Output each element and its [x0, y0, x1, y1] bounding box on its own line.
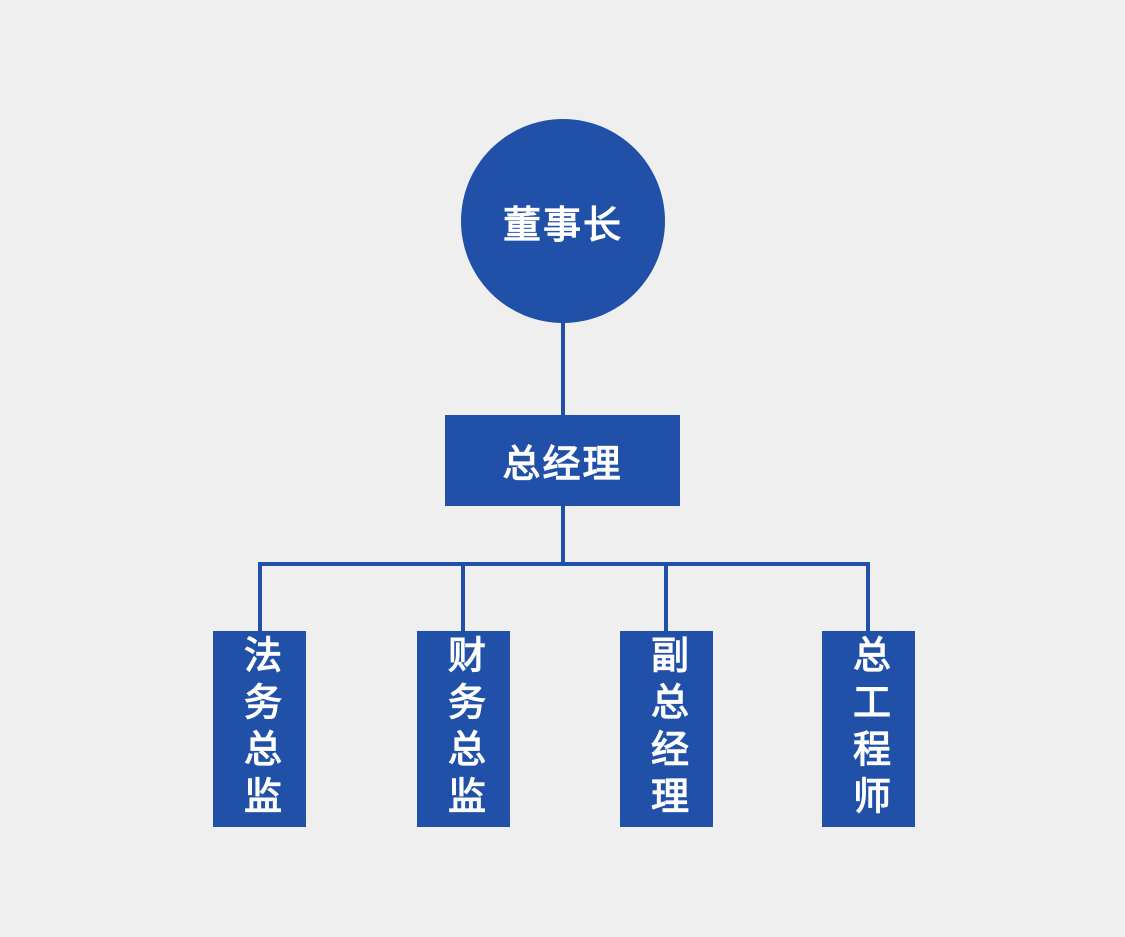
node-chief-engineer-label: 总工程师 — [846, 635, 891, 823]
connector-manager-to-bus — [561, 506, 565, 566]
connector-drop-engineer — [866, 562, 870, 632]
node-finance-director-label: 财务总监 — [441, 635, 486, 823]
node-chairman-label: 董事长 — [502, 202, 623, 247]
connector-root-to-manager — [561, 321, 565, 416]
node-chairman[interactable]: 董事长 — [461, 119, 665, 323]
node-legal-director[interactable]: 法务总监 — [213, 631, 306, 827]
node-chief-engineer[interactable]: 总工程师 — [822, 631, 915, 827]
connector-drop-legal — [258, 562, 262, 632]
node-deputy-general-manager[interactable]: 副总经理 — [620, 631, 713, 827]
node-general-manager[interactable]: 总经理 — [445, 415, 680, 506]
connector-bus-line — [258, 562, 870, 566]
node-legal-director-label: 法务总监 — [237, 635, 282, 823]
node-general-manager-label: 总经理 — [502, 442, 623, 486]
connector-drop-deputy — [664, 562, 668, 632]
connector-drop-finance — [461, 562, 465, 632]
node-finance-director[interactable]: 财务总监 — [417, 631, 510, 827]
node-deputy-general-manager-label: 副总经理 — [644, 635, 689, 823]
